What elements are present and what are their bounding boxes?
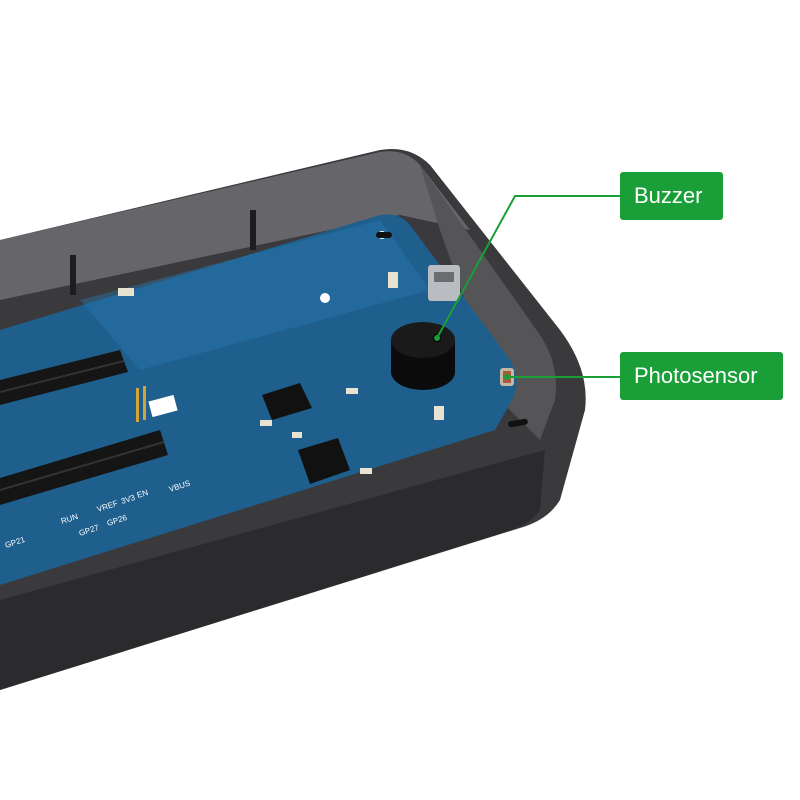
- usb-label-chip: [148, 394, 178, 418]
- pin-header-upper: [0, 350, 128, 405]
- silkscreen-label-v3: 3V3: [120, 493, 137, 506]
- pcb-highlight: [80, 220, 430, 370]
- buzzer-callout: Buzzer: [620, 172, 723, 220]
- enclosure-posts: [70, 210, 256, 295]
- buzzer-component: [391, 322, 455, 390]
- smd-components: [118, 272, 444, 474]
- enclosure-slots: [376, 232, 528, 428]
- pin-header-lower: [0, 430, 168, 505]
- photosensor-leader-line: [504, 374, 620, 380]
- ic-chip-upper: [262, 383, 312, 420]
- enclosure-front-face: [0, 450, 545, 690]
- enclosure-back-wall: [0, 151, 470, 300]
- pcb-board: [0, 214, 517, 585]
- buzzer-leader-line: [434, 195, 620, 341]
- jumper-pins: [136, 386, 146, 422]
- enclosure-inner-rim: [420, 165, 556, 440]
- silkscreen-label-usb: USB: [151, 399, 169, 412]
- photosensor-callout: Photosensor: [620, 352, 783, 400]
- silkscreen-label-en: EN: [136, 488, 150, 500]
- usb-connector: [428, 265, 460, 301]
- ic-chip-lower: [298, 438, 350, 484]
